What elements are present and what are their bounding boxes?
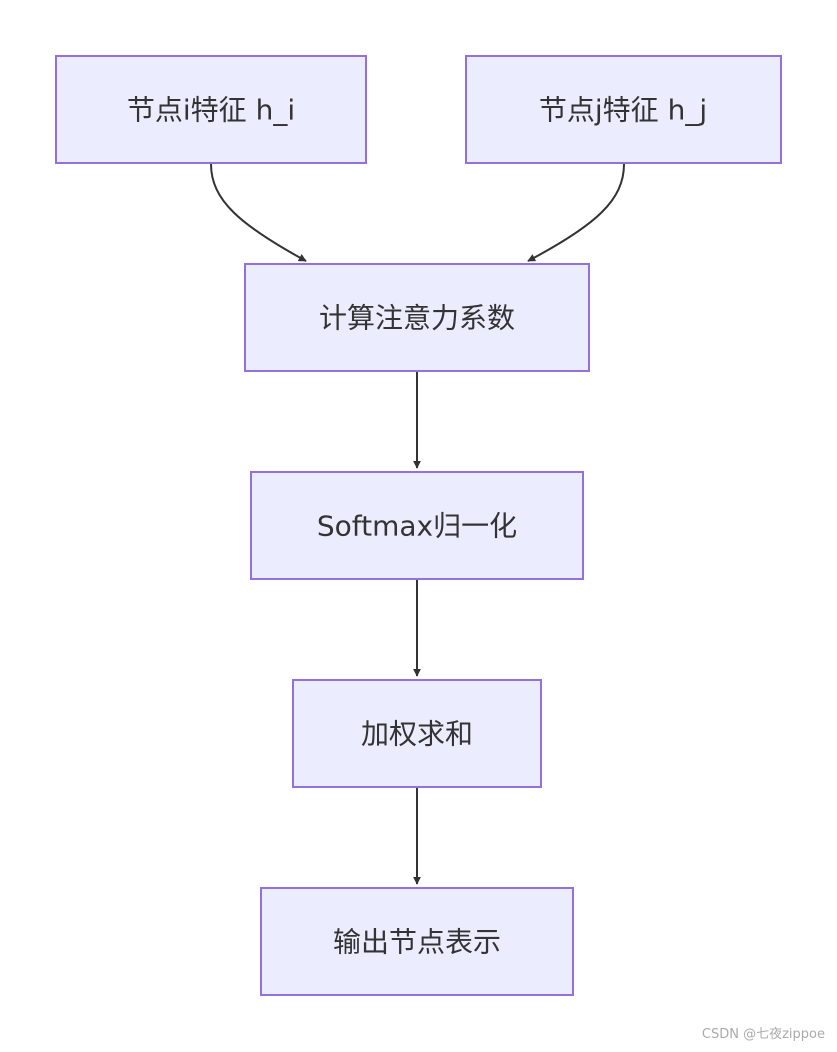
node-feature-j: 节点j特征 h_j	[465, 55, 782, 164]
node-attention-label: 计算注意力系数	[319, 302, 515, 335]
edge-hi-to-attn	[210, 163, 307, 262]
watermark: CSDN @七夜zippoe	[701, 1027, 825, 1042]
node-weighted-sum: 加权求和	[292, 679, 542, 788]
node-weighted-sum-label: 加权求和	[361, 718, 473, 751]
node-attention: 计算注意力系数	[244, 263, 590, 372]
node-softmax-label: Softmax归一化	[317, 510, 517, 543]
edge-hj-to-attn	[527, 163, 625, 262]
node-output-label: 输出节点表示	[333, 926, 501, 959]
node-feature-i-label: 节点i特征 h_i	[127, 94, 295, 127]
node-softmax: Softmax归一化	[250, 471, 584, 580]
node-feature-i: 节点i特征 h_i	[55, 55, 367, 164]
node-feature-j-label: 节点j特征 h_j	[539, 94, 707, 127]
node-output: 输出节点表示	[260, 887, 574, 996]
